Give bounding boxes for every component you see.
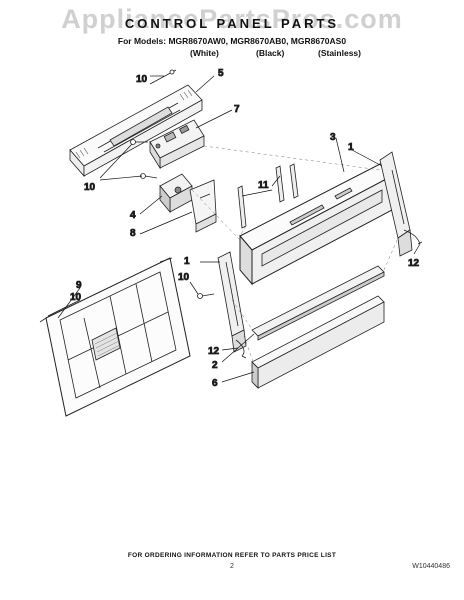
endcap-left [217,251,247,353]
callout-12-right: 12 [408,258,420,269]
alignment-lines [191,145,399,365]
wire-harness-left [235,339,247,359]
endcap-right [379,151,413,257]
models-line: For Models: MGR8670AW0, MGR8670AB0, MGR8… [117,36,347,46]
finish-white: (White) [190,48,219,58]
callout-3: 3 [330,132,336,143]
callout-1-left: 1 [184,256,190,267]
electronic-control-board [149,119,205,170]
callout-1-right: 1 [348,142,354,153]
watermark: AppliancePartsPros.com [61,4,403,34]
insulation-heat-shield [39,257,191,417]
callout-12-left: 12 [208,346,220,357]
callout-10-lower: 10 [178,272,190,283]
callout-7: 7 [234,104,240,115]
page-title: CONTROL PANEL PARTS [124,16,340,31]
callout-10-middle: 10 [84,182,96,193]
callout-8: 8 [130,228,136,239]
callout-11: 11 [258,180,269,191]
control-panel-console [239,163,393,286]
callout-5: 5 [218,68,224,79]
clock-switch [159,173,193,214]
leader-lines [47,75,421,383]
finish-black: (Black) [256,48,285,58]
finish-stainless: (Stainless) [318,48,361,58]
callout-2: 2 [212,360,218,371]
callout-9: 9 [76,280,82,291]
ordering-info: FOR ORDERING INFORMATION REFER TO PARTS … [127,552,337,559]
callout-4: 4 [130,210,136,221]
screw-set-lower [197,293,215,299]
wire-harness-right [403,229,423,245]
screw-set-upper [130,139,158,179]
callout-6: 6 [212,378,218,389]
bracket [189,179,217,233]
trim-strip [251,265,385,341]
control-housing-panel [69,69,203,178]
lower-trim-support [251,295,385,389]
document-number: W10440486 [412,563,450,570]
mounting-clips [237,163,299,229]
page-number: 2 [230,563,234,570]
callout-10-left: 10 [70,292,82,303]
callout-10-top: 10 [136,74,148,85]
